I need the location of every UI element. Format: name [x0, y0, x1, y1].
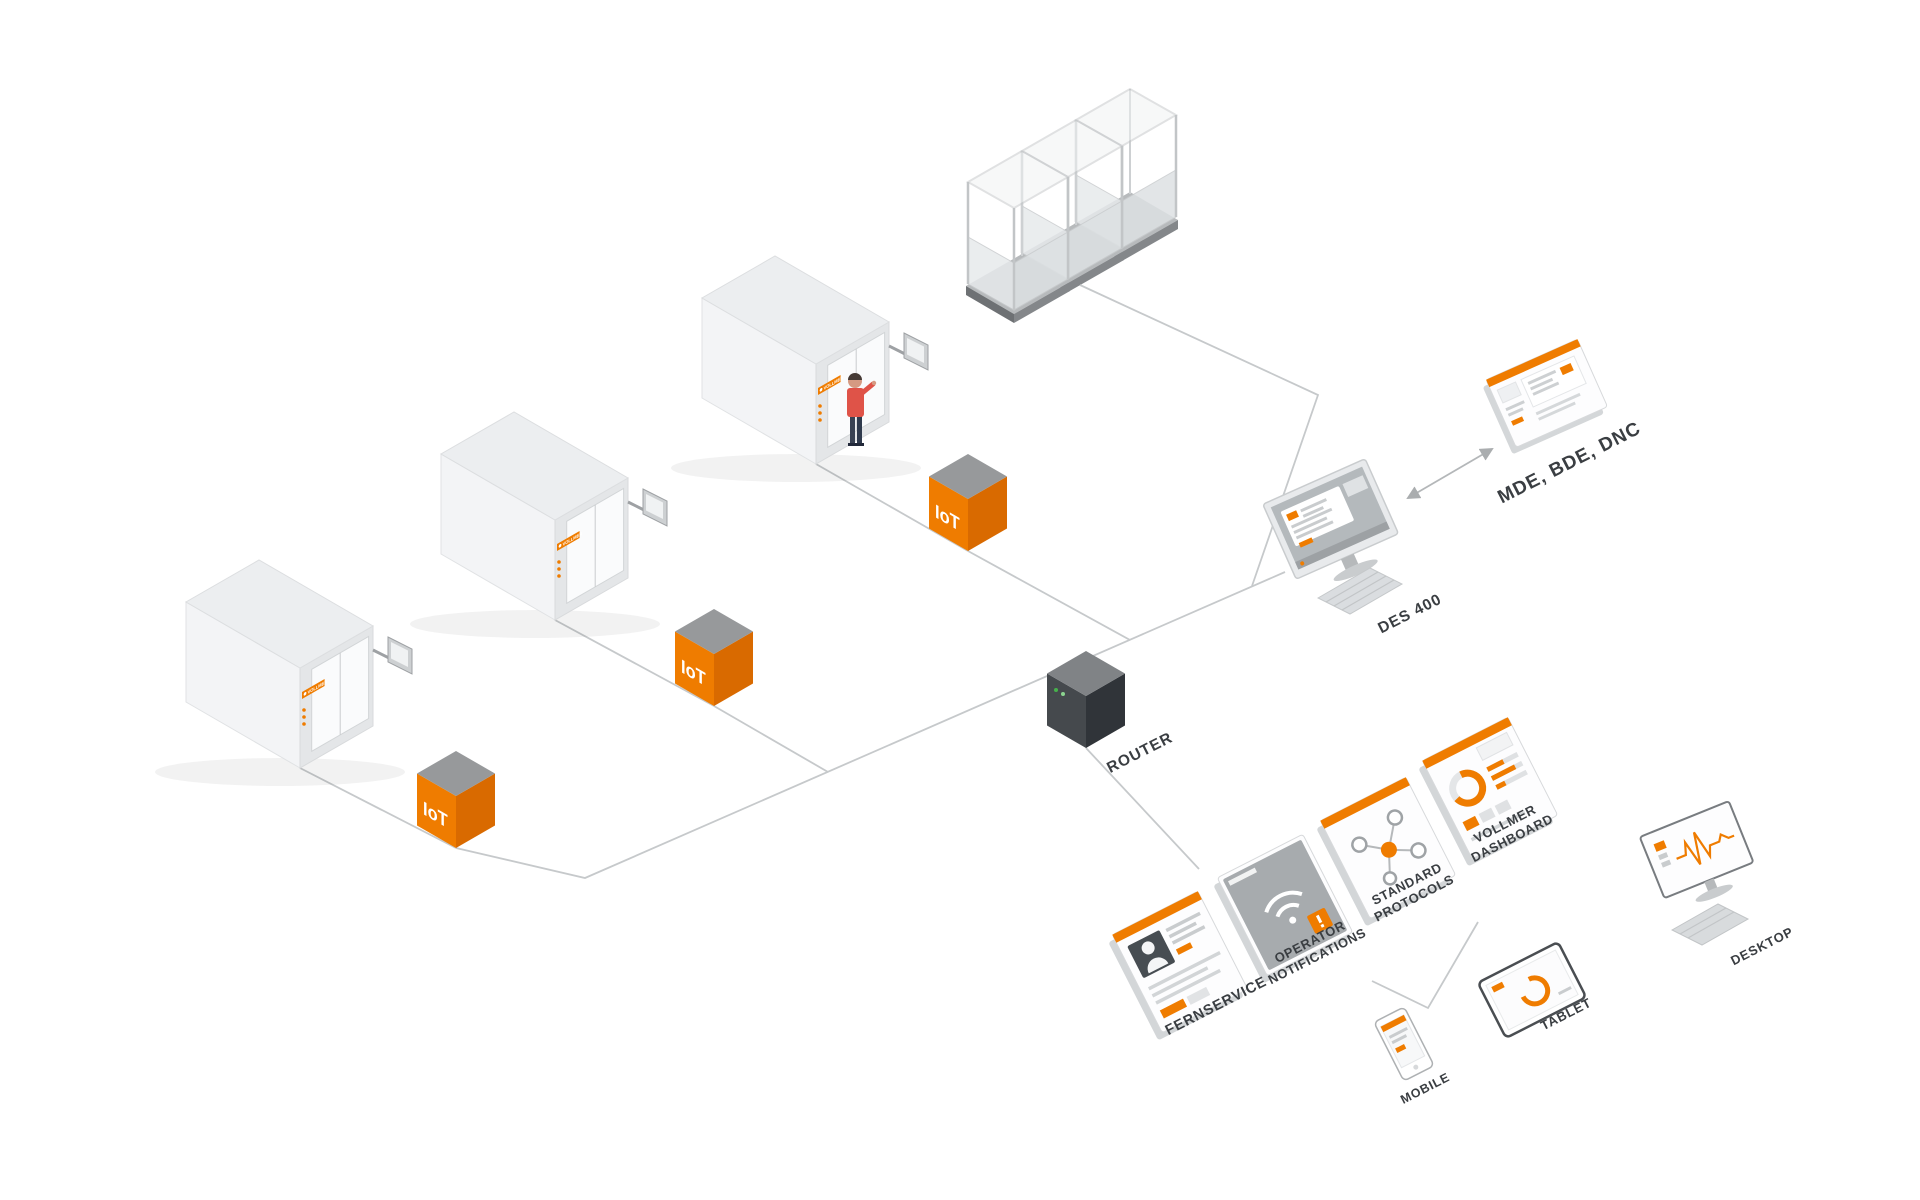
desktop-keyboard: [1670, 903, 1750, 946]
panel-standard-protocols: [1317, 777, 1456, 926]
desktop-label: DESKTOP: [1728, 924, 1796, 968]
mde-bde-dnc-screen: MDE, BDE, DNC: [1483, 339, 1644, 508]
service-avatar-icon: [1127, 930, 1175, 978]
desktop-monitor: [1639, 800, 1754, 902]
network-icon: [1351, 809, 1427, 886]
des400-mde-arrow: [1406, 447, 1494, 500]
machine-1: [153, 558, 414, 788]
router-cube: [1047, 651, 1125, 748]
des400-computer: DES 400: [1263, 458, 1445, 637]
wifi-icon: [1264, 890, 1303, 924]
machine-3: [669, 254, 930, 484]
dashboard-to-devices-connector: [1371, 921, 1479, 1010]
donut-chart-icon: [1449, 769, 1487, 807]
device-mobile: MOBILE: [1374, 1007, 1452, 1107]
des400-label: DES 400: [1375, 591, 1444, 637]
des400-keyboard: [1316, 567, 1404, 615]
heartbeat-chart-icon: [1676, 831, 1735, 865]
operator-person: [847, 373, 877, 446]
machine-2: [408, 410, 669, 640]
connection-line: [713, 705, 829, 773]
iot-cube-2: IoT: [675, 609, 753, 706]
des400-monitor: [1263, 458, 1399, 582]
panel-operator-notifications: [1214, 834, 1353, 983]
device-desktop: DESKTOP: [1639, 800, 1796, 968]
automation-cell: [964, 87, 1180, 325]
iot-cube-1: IoT: [417, 751, 495, 848]
router-label: ROUTER: [1104, 729, 1175, 777]
connection-line: [1085, 747, 1200, 870]
panel-fernservice: [1109, 891, 1248, 1040]
iot-cube-3: IoT: [929, 454, 1007, 551]
notification-badge-icon: [1307, 908, 1333, 934]
device-tablet: TABLET: [1478, 942, 1594, 1038]
connection-line: [967, 550, 1131, 641]
panel-vollmer-dashboard: [1419, 717, 1558, 866]
